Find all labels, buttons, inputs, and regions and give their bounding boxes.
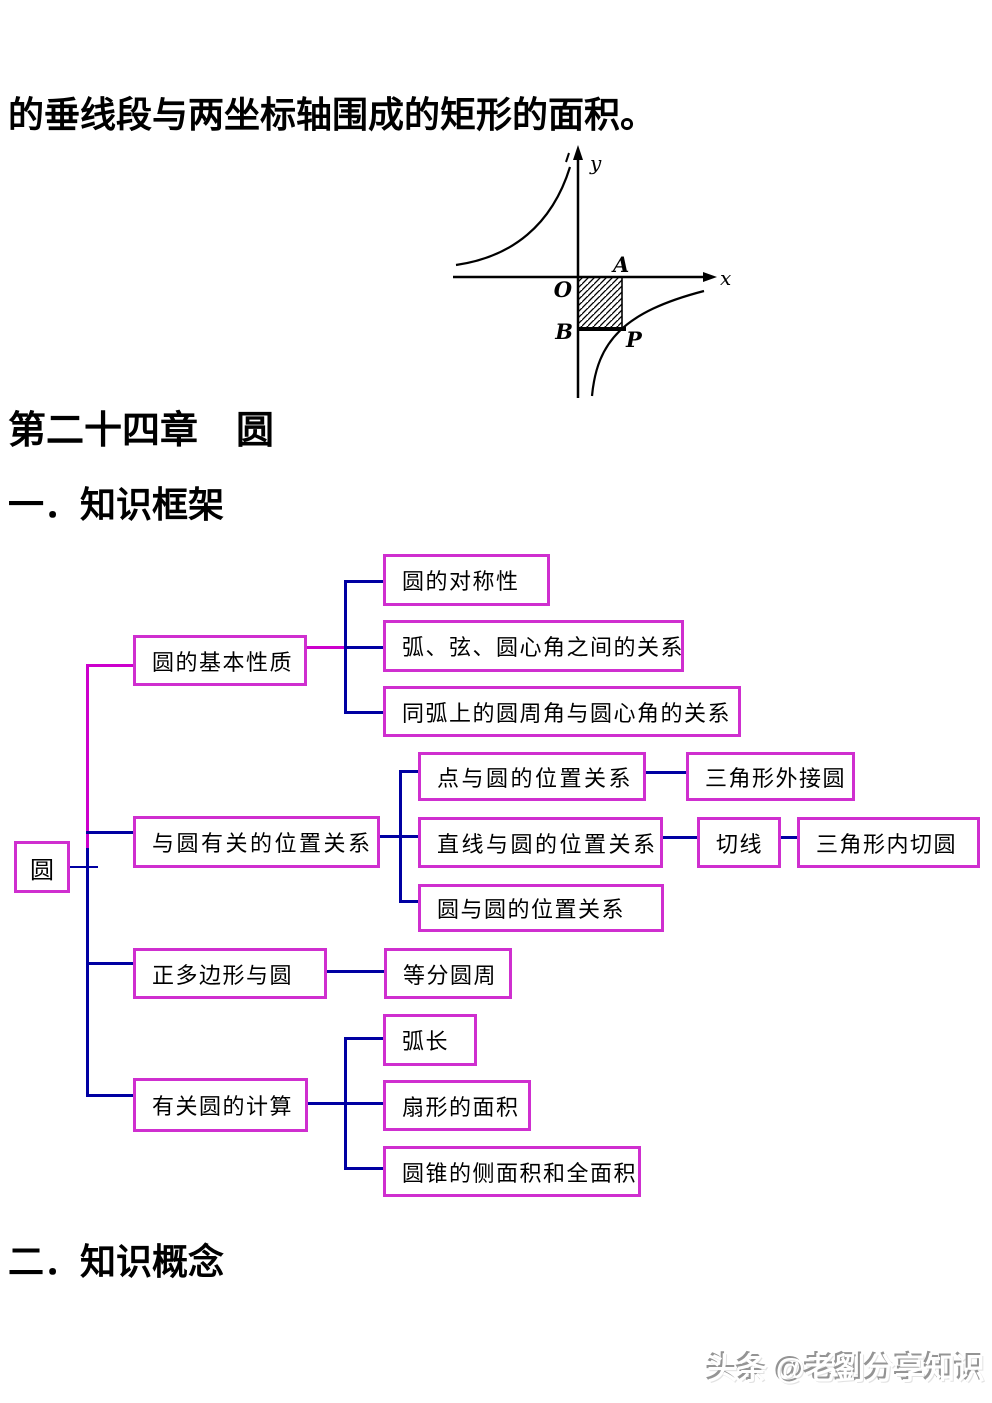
node-inscribed-central-angle: 同弧上的圆周角与圆心角的关系 [383,686,741,737]
shaded-rectangle [577,276,623,330]
connector-trunk-blue [86,848,89,1097]
connector-trunk-magenta [86,664,89,850]
connector-to-symmetry [344,580,383,583]
node-point-circle-position: 点与圆的位置关系 [418,752,646,801]
node-inscribed-circle: 三角形内切圆 [797,817,980,868]
connector-to-cone [344,1167,383,1170]
connector-to-position [86,831,133,834]
x-axis-arrow [703,272,717,282]
point-a-label: A [611,252,629,277]
x-axis-label: x [720,266,731,290]
node-symmetry: 圆的对称性 [383,554,550,606]
connector-to-polygon [86,962,133,965]
watermark: 头条 @老劉分享知识 [707,1353,985,1386]
connector-calc-right [308,1102,345,1105]
node-position-relations: 与圆有关的位置关系 [133,816,380,868]
connector-root-link [70,866,98,868]
point-b-label: B [554,319,573,344]
connector-to-arc-length [344,1037,383,1040]
connector-line-tangent [663,836,697,839]
origin-label: O [554,277,573,302]
node-sector-area: 扇形的面积 [383,1080,531,1131]
hyperbola-branch-q4 [590,289,705,397]
node-arc-chord-angle: 弧、弦、圆心角之间的关系 [383,620,684,672]
section-two-heading: 二．知识概念 [8,1241,225,1282]
connector-point-circum [646,771,686,774]
node-tangent: 切线 [697,817,781,868]
connector-tangent-incircle [781,836,797,839]
node-circumscribed-circle: 三角形外接圆 [686,752,855,801]
node-regular-polygon: 正多边形与圆 [133,948,327,999]
connector-position-right [380,835,402,838]
connector-to-basic [86,664,133,667]
connector-polygon-divide [327,970,384,973]
y-axis-label: y [589,151,602,175]
intro-text: 的垂线段与两坐标轴围成的矩形的面积。 [8,94,657,135]
point-p-label: P [625,327,643,352]
connector-basic-right [307,646,345,649]
node-circle-circle-position: 圆与圆的位置关系 [418,884,664,932]
connector-to-sector [344,1102,383,1105]
node-cone-area: 圆锥的侧面积和全面积 [383,1146,641,1197]
node-calculations: 有关圆的计算 [133,1078,308,1132]
y-axis-arrow [573,145,583,160]
connector-to-circle-circle [399,900,418,903]
chapter-title: 第二十四章 圆 [8,410,275,452]
node-basic-properties: 圆的基本性质 [133,635,307,686]
node-arc-length: 弧长 [383,1014,477,1066]
hyperbola-figure: y x O A B P [453,145,731,398]
section-one-heading: 一．知识框架 [8,484,225,525]
connector-to-inscribed [344,711,383,714]
hyperbola-branch-q2 [455,166,572,267]
curve-dash [565,152,570,163]
connector-to-calc [86,1094,133,1097]
connector-to-point-circle [399,770,418,773]
connector-to-line-circle [399,835,418,838]
node-divide-circle: 等分圆周 [384,948,512,999]
node-circle-root: 圆 [14,841,70,893]
connector-to-arc-chord [345,646,383,649]
node-line-circle-position: 直线与圆的位置关系 [418,817,663,868]
